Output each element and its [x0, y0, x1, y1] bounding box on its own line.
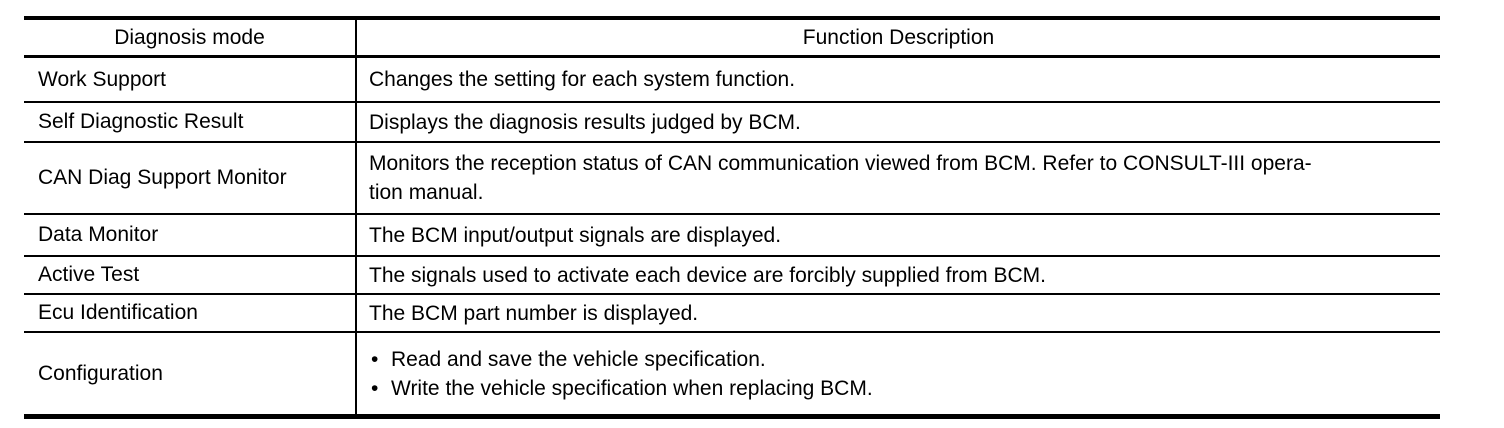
page: Diagnosis mode Function Description Work… [0, 16, 1504, 428]
description-cell: Monitors the reception status of CAN com… [355, 143, 1440, 213]
description-cell: Displays the diagnosis results judged by… [355, 103, 1440, 141]
column-header-label: Function Description [802, 26, 995, 49]
mode-cell: Configuration [24, 333, 355, 414]
description-cell: Changes the setting for each system func… [355, 58, 1440, 101]
description-cell: The signals used to activate each device… [355, 257, 1440, 293]
mode-cell: Self Diagnostic Result [24, 103, 355, 141]
table-row-self-diagnostic-result: Self Diagnostic Result Displays the diag… [24, 101, 1440, 141]
bullet-icon: • [371, 347, 379, 371]
mode-label: Data Monitor [38, 223, 159, 246]
mode-cell: Data Monitor [24, 215, 355, 255]
mode-label: Ecu Identification [38, 301, 198, 324]
mode-cell: CAN Diag Support Monitor [24, 143, 355, 213]
table-row-ecu-identification: Ecu Identification The BCM part number i… [24, 293, 1440, 331]
mode-label: Self Diagnostic Result [38, 110, 244, 133]
column-header-function-description: Function Description [355, 20, 1440, 55]
description-text: The BCM part number is displayed. [369, 301, 699, 325]
description-cell: The BCM input/output signals are display… [355, 215, 1440, 255]
description-text: Displays the diagnosis results judged by… [369, 110, 801, 134]
mode-label: CAN Diag Support Monitor [38, 166, 287, 189]
mode-label: Active Test [38, 263, 140, 286]
mode-cell: Ecu Identification [24, 295, 355, 331]
description-text: Changes the setting for each system func… [369, 68, 796, 91]
table-row-configuration: Configuration • Read and save the vehicl… [24, 331, 1440, 414]
table-row-work-support: Work Support Changes the setting for eac… [24, 58, 1440, 101]
description-text: The BCM input/output signals are display… [369, 223, 782, 247]
column-header-diagnosis-mode: Diagnosis mode [24, 20, 355, 55]
diagnosis-mode-table: Diagnosis mode Function Description Work… [24, 16, 1440, 419]
mode-label: Configuration [38, 361, 163, 385]
mode-cell: Work Support [24, 58, 355, 101]
column-header-label: Diagnosis mode [114, 25, 265, 49]
description-text: The signals used to activate each device… [369, 263, 1046, 287]
table-row-active-test: Active Test The signals used to activate… [24, 255, 1440, 293]
description-text: tion manual. [369, 181, 484, 204]
bullet-item: • Write the vehicle specification when r… [369, 374, 1430, 403]
table-header-row: Diagnosis mode Function Description [24, 20, 1440, 58]
table-row-data-monitor: Data Monitor The BCM input/output signal… [24, 213, 1440, 255]
description-text: Monitors the reception status of CAN com… [369, 152, 1312, 175]
description-cell: The BCM part number is displayed. [355, 295, 1440, 331]
bullet-item: • Read and save the vehicle specificatio… [369, 345, 1430, 374]
bullet-icon: • [371, 376, 379, 400]
description-text: Write the vehicle specification when rep… [391, 376, 873, 400]
mode-cell: Active Test [24, 257, 355, 293]
description-text: Read and save the vehicle specification. [391, 347, 766, 371]
description-cell: • Read and save the vehicle specificatio… [355, 333, 1440, 414]
table-row-can-diag-support-monitor: CAN Diag Support Monitor Monitors the re… [24, 141, 1440, 213]
mode-label: Work Support [38, 67, 166, 91]
